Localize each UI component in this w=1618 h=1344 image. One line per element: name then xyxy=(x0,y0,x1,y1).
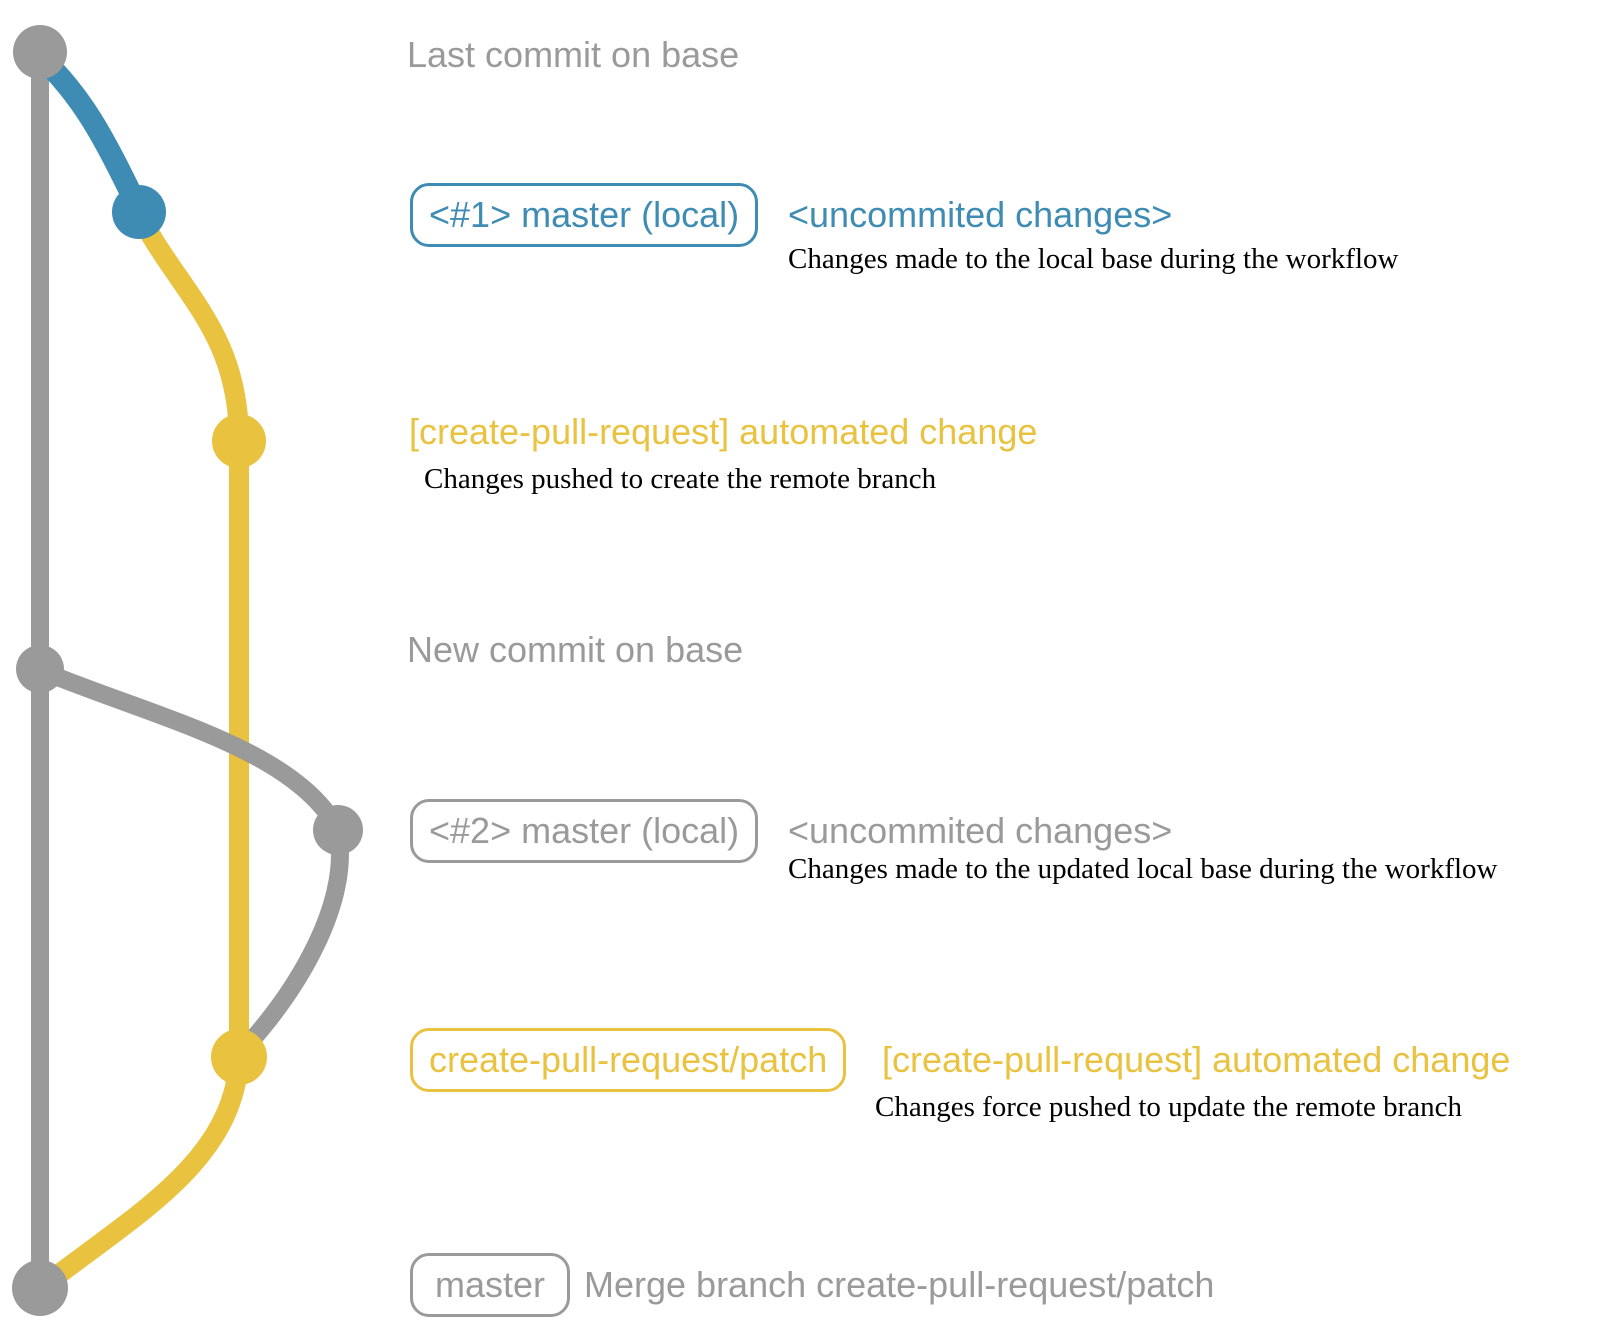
annotation-new-commit-on-base: New commit on base xyxy=(407,629,744,670)
edge-local-branch-1 xyxy=(31,47,148,217)
commit-message-automated-change-2: [create-pull-request] automated change xyxy=(882,1039,1511,1080)
branch-badge-create-pull-request-patch: create-pull-request/patch xyxy=(410,1028,847,1092)
commit-message-automated-change-1: [create-pull-request] automated change xyxy=(409,411,1038,452)
commit-merge-master xyxy=(12,1260,68,1316)
commit-new-on-base xyxy=(16,645,64,693)
commit-automated-change-1 xyxy=(212,414,266,468)
annotation-local-changes-1: Changes made to the local base during th… xyxy=(788,243,1399,275)
annotation-last-commit-on-base: Last commit on base xyxy=(407,34,740,75)
branch-badge-master: master xyxy=(410,1253,571,1317)
annotation-force-push-remote-branch: Changes force pushed to update the remot… xyxy=(875,1091,1463,1123)
commit-message-merge-branch: Merge branch create-pull-request/patch xyxy=(584,1264,1215,1305)
commit-1-master-local xyxy=(112,185,166,239)
commit-graph xyxy=(12,25,363,1316)
commit-automated-change-2 xyxy=(211,1029,267,1085)
branch-badge-master-local-2: <#2> master (local) xyxy=(410,799,759,863)
edge-local-branch-2 xyxy=(31,661,349,1059)
branch-badge-master-local-1: <#1> master (local) xyxy=(410,183,759,247)
commit-last-on-base xyxy=(13,25,67,79)
commit-2-master-local xyxy=(313,805,363,855)
annotation-local-changes-2: Changes made to the updated local base d… xyxy=(788,853,1498,885)
annotation-push-remote-branch: Changes pushed to create the remote bran… xyxy=(424,463,937,495)
edge-merge-into-master xyxy=(36,1048,249,1294)
edge-remote-patch-branch xyxy=(131,208,249,1067)
commit-message-uncommited-changes-1: <uncommited changes> xyxy=(788,194,1173,235)
commit-message-uncommited-changes-2: <uncommited changes> xyxy=(788,810,1173,851)
